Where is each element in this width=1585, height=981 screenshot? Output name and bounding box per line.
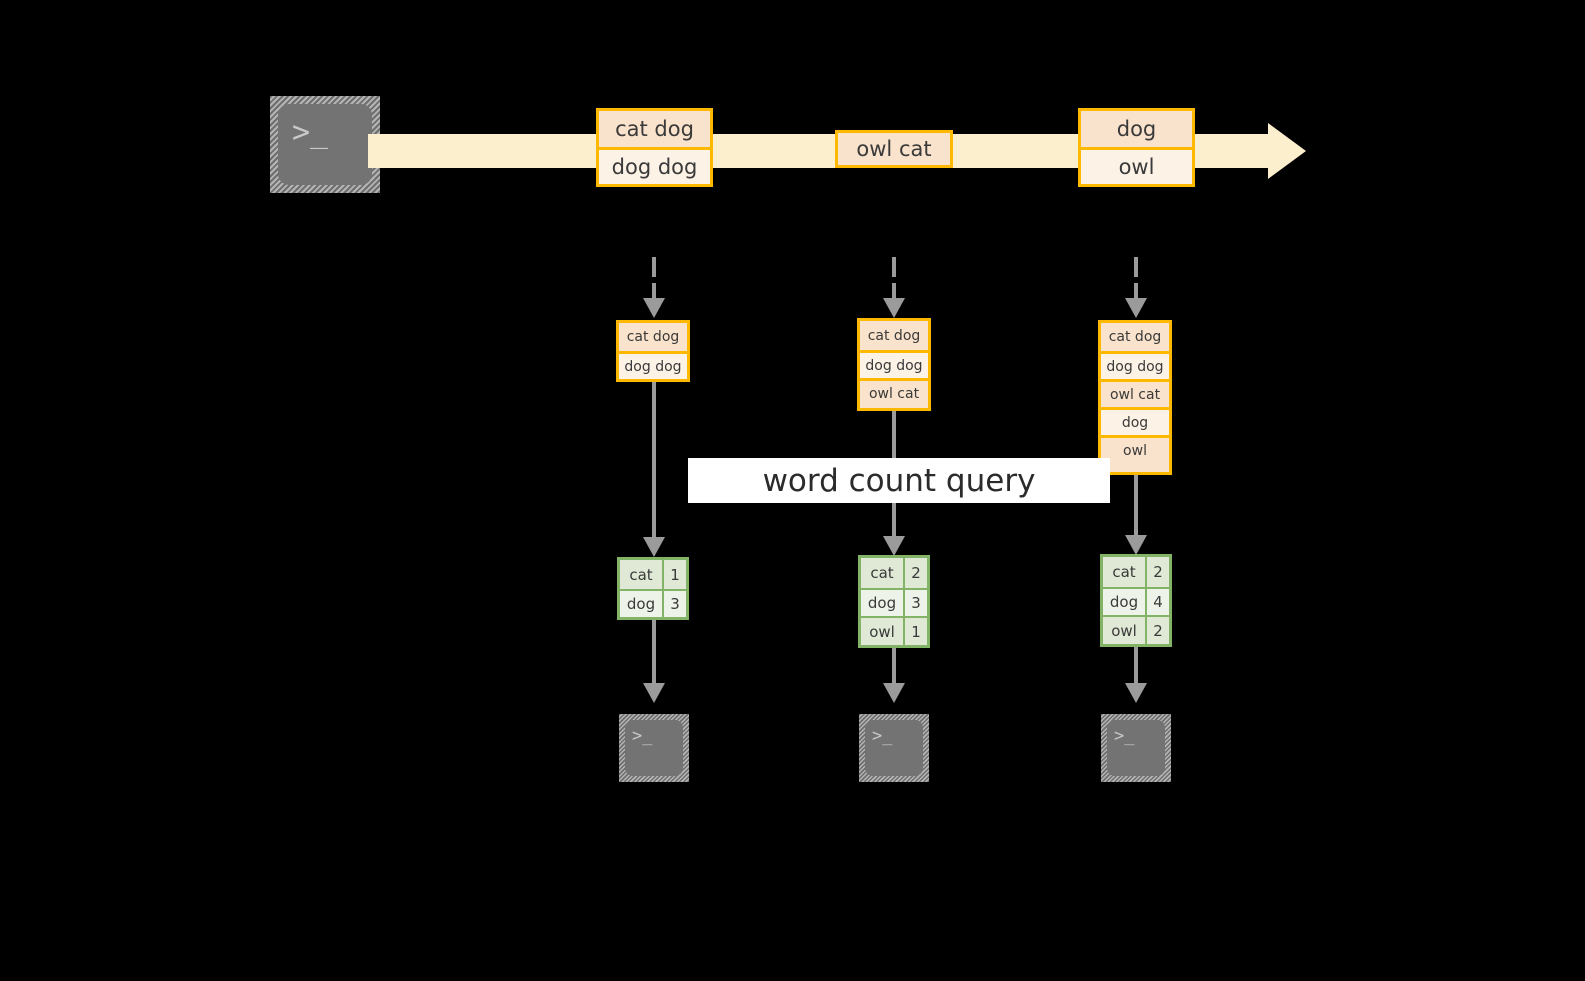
stream-to-input-arrowhead-2: [883, 298, 905, 318]
terminal-screen: [1107, 720, 1165, 776]
stream-to-input-dash-2-seg-2: [892, 283, 896, 300]
result-table-t2-row-1-count: 2: [905, 558, 927, 588]
result-table-t1-row-2-count: 3: [664, 591, 686, 617]
input-table-t3-row-3: owl cat: [1101, 379, 1169, 407]
result-to-sink-line-3: [1134, 647, 1138, 685]
terminal-screen: [865, 720, 923, 776]
result-table-t3-row-2-count: 4: [1147, 589, 1169, 615]
stream-batch-3-line-2: owl: [1081, 147, 1192, 184]
result-to-sink-line-2: [892, 648, 896, 685]
input-table-t3: cat dog dog dog owl cat dog owl: [1098, 320, 1172, 475]
stream-batch-1: cat dog dog dog: [596, 108, 713, 187]
stream-batch-3-line-1: dog: [1081, 111, 1192, 147]
result-table-t3: cat 2 dog 4 owl 2: [1100, 554, 1172, 647]
terminal-icon-sink-1[interactable]: >_: [619, 714, 689, 782]
result-table-t1: cat 1 dog 3: [617, 557, 689, 620]
result-table-t2-row-3-count: 1: [905, 618, 927, 645]
terminal-icon-source[interactable]: >_: [270, 96, 380, 193]
terminal-screen: [625, 720, 683, 776]
stream-to-input-dash-2-seg-1: [892, 257, 896, 277]
stream-to-input-dash-3-seg-2: [1134, 283, 1138, 300]
result-table-t1-row-2: dog 3: [620, 589, 686, 617]
stream-batch-2-line-1: owl cat: [838, 133, 950, 165]
result-table-t3-row-3: owl 2: [1103, 615, 1169, 644]
input-to-result-arrowhead-3: [1125, 535, 1147, 555]
result-table-t3-row-2: dog 4: [1103, 587, 1169, 615]
stream-to-input-dash-1-seg-1: [652, 257, 656, 277]
input-table-t3-row-5: owl: [1101, 435, 1169, 463]
result-table-t1-row-1: cat 1: [620, 560, 686, 589]
result-table-t1-row-1-word: cat: [620, 560, 664, 589]
query-banner: word count query: [688, 458, 1110, 503]
input-table-t3-row-4: dog: [1101, 407, 1169, 435]
input-to-result-line-1: [652, 382, 656, 539]
result-to-sink-arrowhead-2: [883, 683, 905, 703]
input-table-t1-row-1: cat dog: [619, 323, 687, 351]
input-table-t3-row-2: dog dog: [1101, 351, 1169, 379]
stream-to-input-arrowhead-1: [643, 298, 665, 318]
result-table-t1-row-1-count: 1: [664, 560, 686, 589]
terminal-icon-sink-3[interactable]: >_: [1101, 714, 1171, 782]
stream-batch-3: dog owl: [1078, 108, 1195, 187]
input-table-t1: cat dog dog dog: [616, 320, 690, 382]
input-table-t2-row-2: dog dog: [860, 350, 928, 378]
input-table-t1-row-2: dog dog: [619, 351, 687, 379]
terminal-icon-sink-2[interactable]: >_: [859, 714, 929, 782]
input-table-t2-row-1: cat dog: [860, 321, 928, 350]
stream-batch-1-line-1: cat dog: [599, 111, 710, 147]
result-table-t2-row-3-word: owl: [861, 618, 905, 645]
stream-batch-1-line-2: dog dog: [599, 147, 710, 184]
result-table-t2-row-2: dog 3: [861, 588, 927, 616]
result-table-t3-row-3-count: 2: [1147, 617, 1169, 644]
result-table-t2: cat 2 dog 3 owl 1: [858, 555, 930, 648]
terminal-screen: [278, 104, 372, 185]
input-to-result-line-3: [1134, 475, 1138, 537]
result-table-t2-row-2-word: dog: [861, 590, 905, 616]
result-to-sink-line-1: [652, 620, 656, 685]
stream-to-input-arrowhead-3: [1125, 298, 1147, 318]
stream-batch-2: owl cat: [835, 130, 953, 168]
input-table-t2: cat dog dog dog owl cat: [857, 318, 931, 411]
input-to-result-arrowhead-2: [883, 536, 905, 556]
result-table-t3-row-1-count: 2: [1147, 557, 1169, 587]
result-to-sink-arrowhead-1: [643, 683, 665, 703]
result-table-t3-row-3-word: owl: [1103, 617, 1147, 644]
input-table-t3-row-1: cat dog: [1101, 323, 1169, 351]
input-to-result-arrowhead-1: [643, 537, 665, 557]
input-table-t2-row-3: owl cat: [860, 378, 928, 406]
result-table-t3-row-1-word: cat: [1103, 557, 1147, 587]
stream-arrow-head: [1268, 123, 1306, 179]
result-table-t3-row-1: cat 2: [1103, 557, 1169, 587]
result-table-t2-row-1-word: cat: [861, 558, 905, 588]
result-table-t2-row-3: owl 1: [861, 616, 927, 645]
stream-to-input-dash-1-seg-2: [652, 283, 656, 300]
stream-to-input-dash-3-seg-1: [1134, 257, 1138, 277]
result-table-t1-row-2-word: dog: [620, 591, 664, 617]
result-table-t2-row-1: cat 2: [861, 558, 927, 588]
result-table-t3-row-2-word: dog: [1103, 589, 1147, 615]
result-table-t2-row-2-count: 3: [905, 590, 927, 616]
result-to-sink-arrowhead-3: [1125, 683, 1147, 703]
